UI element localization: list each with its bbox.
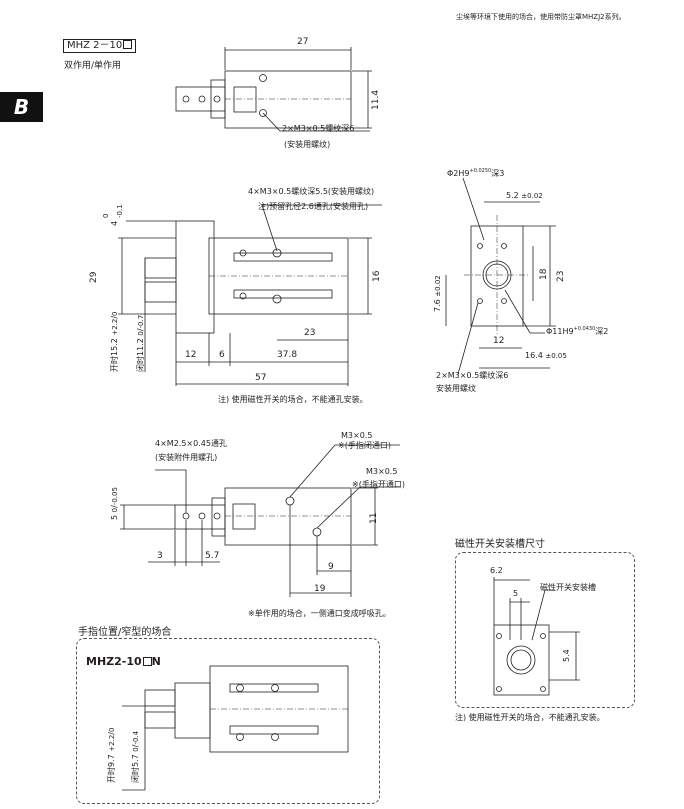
top-view-drawing [175, 47, 372, 132]
dim-23-end: 23 [556, 270, 566, 282]
dim-9: 9 [328, 562, 334, 572]
dim-16-4: 16.4 ±0.05 [525, 351, 567, 360]
dim-12-end: 12 [493, 336, 505, 346]
side-hole-note: 注)预留孔径2.6通孔(安装用孔) [258, 202, 369, 211]
narrow-title: 手指位置/窄型的场合 [78, 627, 172, 638]
bottom-view-note: ※单作用的场合，一侧通口变成呼吸孔。 [248, 609, 391, 618]
dim-18: 18 [539, 268, 549, 280]
groove-note: 注) 使用磁性开关的场合，不能通孔安装。 [455, 713, 605, 722]
dim-37-8: 37.8 [277, 350, 298, 360]
dim-6-2: 6.2 [490, 566, 503, 575]
dim-23-side: 23 [304, 328, 316, 338]
placeholder-square-icon [142, 657, 152, 666]
dim-3: 3 [157, 551, 163, 561]
model-badge: MHZ 2－10 [63, 39, 137, 53]
groove-drawing [493, 577, 580, 696]
side-view-drawing [118, 204, 382, 386]
bottom-thread-label: 4×M2.5×0.45通孔 [155, 439, 227, 448]
dim-7-6: 7.6 ±0.02 [433, 275, 442, 312]
dim-16: 16 [372, 270, 382, 282]
groove-frame [455, 552, 635, 708]
end-thread-label: 2×M3×0.5螺纹深6 [436, 371, 509, 380]
port2-label: M3×0.5 [366, 467, 398, 476]
end-view-drawing [445, 177, 556, 375]
dim-6: 6 [219, 350, 225, 360]
phi11-label: Φ11H9+0.0430深2 [546, 326, 609, 336]
dim-19: 19 [314, 584, 326, 594]
model-subtitle: 双作用/单作用 [64, 61, 122, 71]
groove-label: 磁性开关安装槽 [540, 583, 596, 592]
tol-4-range: 0 [102, 213, 110, 218]
bottom-thread-note: (安装附件用螺孔) [155, 453, 218, 462]
model-name: MHZ 2－10 [67, 40, 123, 51]
port1-note: ※(手指闭通口) [338, 441, 391, 450]
dim-5-2: 5.2 ±0.02 [506, 191, 543, 200]
groove-title: 磁性开关安装槽尺寸 [455, 539, 545, 550]
section-tab: B [0, 92, 43, 122]
top-thread-label: 2×M3×0.5螺纹深6 [282, 124, 355, 133]
dim-5-4: 5.4 [562, 649, 571, 662]
side-view-note: 注) 使用磁性开关的场合，不能通孔安装。 [218, 395, 368, 404]
narrow-frame [76, 638, 380, 804]
tol-5: 5 0/-0.05 [110, 487, 119, 520]
dim-11-4: 11.4 [371, 89, 381, 110]
end-thread-note: 安装用螺纹 [436, 384, 476, 393]
dim-27: 27 [297, 37, 309, 47]
narrow-open: 开时9.7 +2.2/0 [107, 727, 116, 783]
dim-11: 11 [369, 512, 379, 524]
phi2-label: Φ2H9+0.0250深3 [447, 168, 505, 178]
open-stroke: 开时15.2 +2.2/0 [110, 311, 119, 372]
side-thread-label: 4×M3×0.5螺纹深5.5(安装用螺纹) [248, 187, 375, 196]
placeholder-square-icon [123, 40, 133, 49]
bottom-view-drawing [120, 444, 400, 597]
closed-stroke: 闭时11.2 0/-0.7 [136, 314, 145, 372]
port2-note: ※(手指开通口) [352, 480, 405, 489]
top-thread-note: (安装用螺纹) [284, 140, 331, 149]
narrow-closed: 闭时5.7 0/-0.4 [131, 730, 140, 783]
narrow-drawing [122, 665, 349, 791]
tol-4-lower: -0.1 [116, 204, 124, 218]
dim-12-side: 12 [185, 350, 197, 360]
port1-label: M3×0.5 [341, 431, 373, 440]
header-note: 尘埃等环境下使用的场合，使用带防尘罩MHZJ2系列。 [456, 13, 626, 21]
dim-57: 57 [255, 373, 267, 383]
dim-29: 29 [89, 271, 99, 283]
dim-5-7: 5.7 [205, 551, 220, 561]
tol-4-value: 4 [110, 220, 119, 226]
dim-5-groove: 5 [513, 589, 519, 598]
